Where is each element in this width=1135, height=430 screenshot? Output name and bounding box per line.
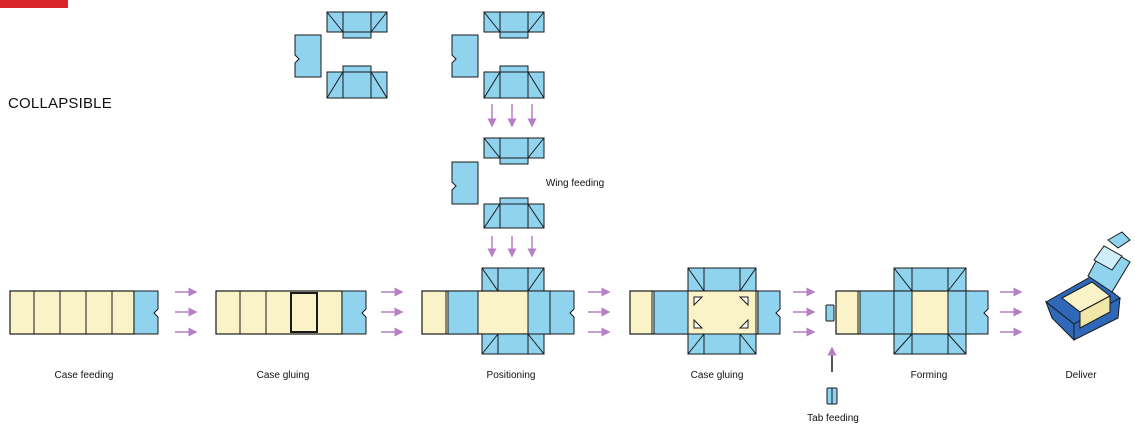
down-arrows-2 (487, 236, 537, 258)
wing-blank-group-1 (294, 11, 388, 99)
step-label-deliver: Deliver (1065, 370, 1097, 381)
tab-feeding-figure (826, 387, 838, 405)
case-feeding-figure (9, 290, 159, 335)
tab-piece (825, 304, 835, 322)
step-label-positioning: Positioning (486, 370, 536, 381)
wing-feeding-label: Wing feeding (545, 178, 605, 189)
right-arrows-3 (588, 287, 611, 337)
wing-blank-top (326, 11, 388, 39)
deliver-box-figure (1044, 231, 1131, 342)
wing-blank-group-3 (451, 137, 545, 229)
case-gluing-2-figure (629, 267, 781, 355)
diagram-title: COLLAPSIBLE (8, 95, 112, 112)
case-gluing-1-figure (215, 290, 367, 335)
right-arrows-2 (381, 287, 404, 337)
step-label-forming: Forming (910, 370, 948, 381)
wing-blank-group-2 (451, 11, 545, 99)
wing-blank-bottom (326, 65, 388, 99)
down-arrows-1 (487, 104, 537, 128)
right-arrows-5 (1000, 287, 1023, 337)
right-arrows-4 (793, 287, 816, 337)
positioning-figure (421, 267, 575, 355)
brand-accent-bar (0, 0, 68, 8)
wing-side-tab (294, 34, 322, 78)
step-label-case-gluing-1: Case gluing (256, 370, 310, 381)
forming-figure (835, 267, 989, 355)
tab-feeding-label: Tab feeding (807, 413, 859, 424)
right-arrows-1 (175, 287, 198, 337)
step-label-case-feeding: Case feeding (54, 370, 114, 381)
step-label-case-gluing-2: Case gluing (690, 370, 744, 381)
